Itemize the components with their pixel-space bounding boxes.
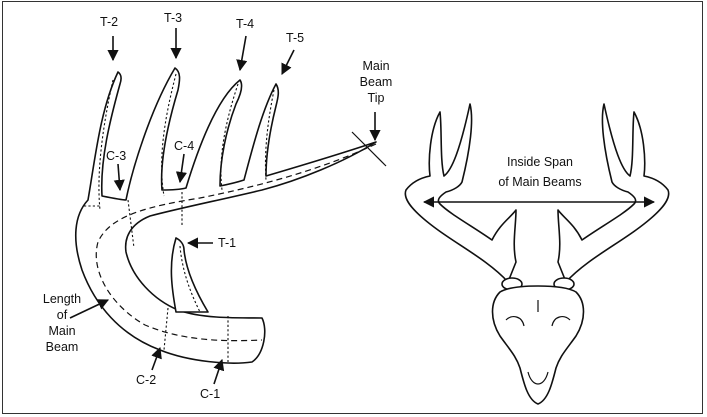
label-c2: C-2: [136, 373, 156, 387]
label-t1: T-1: [218, 236, 236, 250]
skull-with-antlers: [405, 104, 668, 404]
label-main-beam-tip-2: Beam: [360, 75, 393, 89]
labels-right: Inside Span of Main Beams: [498, 155, 581, 189]
left-antler: [405, 104, 516, 282]
label-main-beam-tip-1: Main: [362, 59, 389, 73]
label-t2: T-2: [100, 15, 118, 29]
label-t3: T-3: [164, 11, 182, 25]
label-c3: C-3: [106, 149, 126, 163]
label-inside-span-2: of Main Beams: [498, 175, 581, 189]
tine-t1-outline: [171, 238, 208, 312]
label-t4: T-4: [236, 17, 254, 31]
label-length-1: Length: [43, 292, 81, 306]
label-length-2: of: [57, 308, 68, 322]
label-t5: T-5: [286, 31, 304, 45]
right-antler: [558, 104, 669, 282]
label-main-beam-tip-3: Tip: [368, 91, 385, 105]
label-inside-span-1: Inside Span: [507, 155, 573, 169]
main-beam-outline: [76, 68, 376, 363]
label-c4: C-4: [174, 139, 194, 153]
label-length-4: Beam: [46, 340, 79, 354]
label-length-3: Main: [48, 324, 75, 338]
single-antler: [76, 68, 386, 363]
label-c1: C-1: [200, 387, 220, 401]
